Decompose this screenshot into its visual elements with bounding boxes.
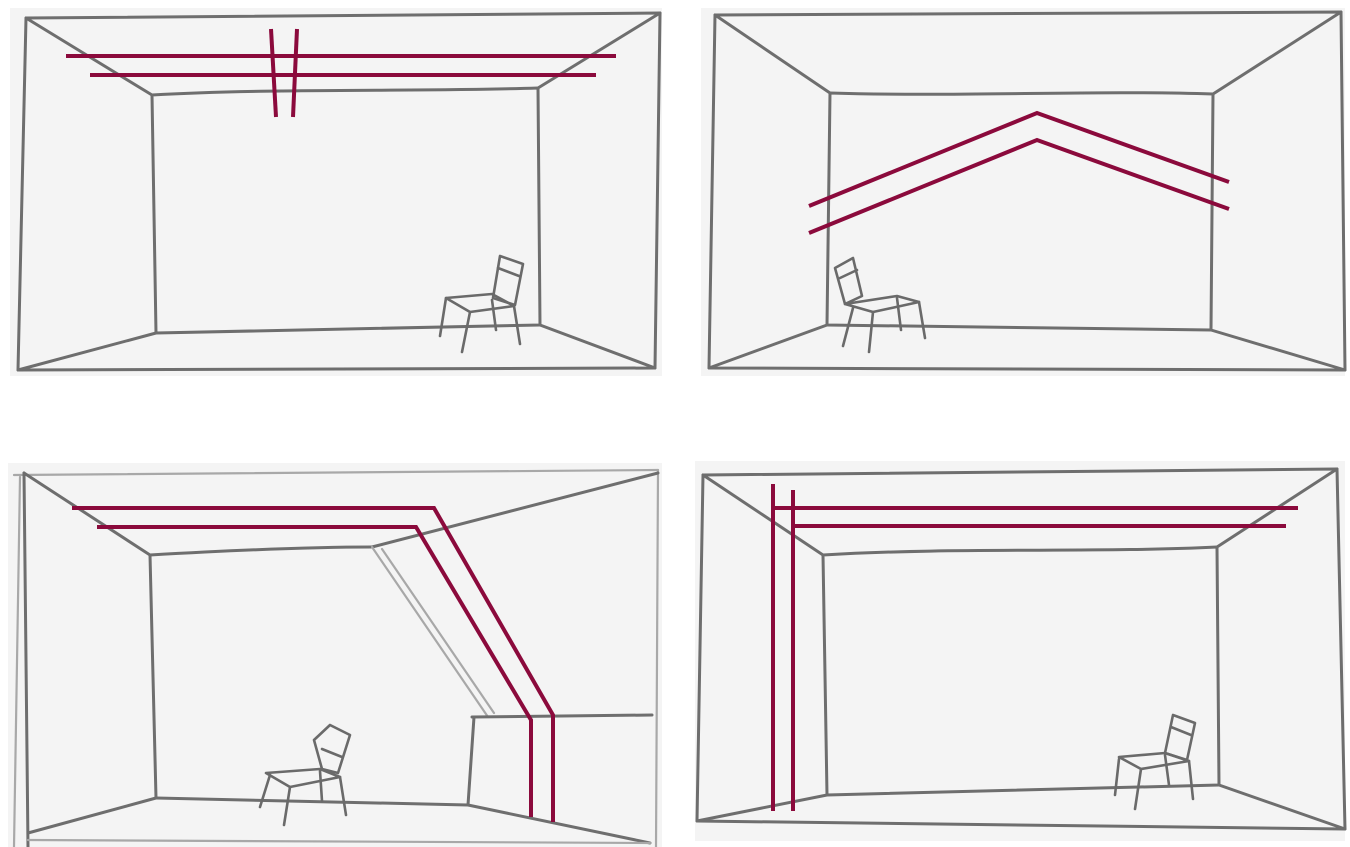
room-sketch-panel-bottom-left bbox=[0, 455, 675, 847]
panel-background bbox=[8, 463, 662, 847]
panel-background bbox=[10, 8, 662, 376]
room-sketch-bottom-right bbox=[675, 455, 1350, 847]
room-sketch-top-right bbox=[675, 0, 1350, 380]
room-sketch-panel-bottom-right bbox=[675, 455, 1350, 847]
panel-background bbox=[701, 8, 1345, 376]
room-sketch-panel-top-right bbox=[675, 0, 1350, 380]
room-sketch-bottom-left bbox=[0, 455, 675, 847]
room-sketch-top-left bbox=[0, 0, 675, 380]
room-sketch-panel-top-left bbox=[0, 0, 675, 380]
